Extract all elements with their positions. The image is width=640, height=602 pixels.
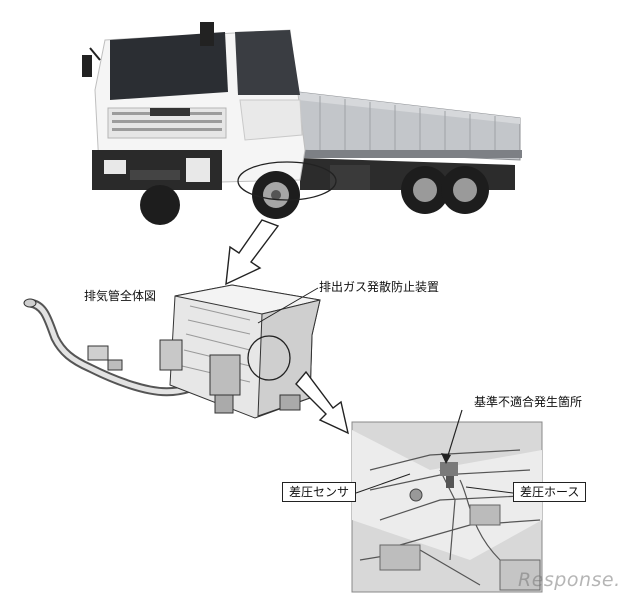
arrow-truck-to-exhaust <box>225 219 280 286</box>
label-exhaust-overall: 排気管全体図 <box>84 289 157 303</box>
leader-nonconformity <box>445 409 463 463</box>
label-diff-pressure-hose: 差圧ホース <box>513 482 587 502</box>
detail-closeup <box>351 421 543 593</box>
exhaust-illustration <box>23 284 321 419</box>
watermark-logo: Response. <box>518 569 621 591</box>
leader-hose <box>465 486 514 494</box>
label-diff-pressure-sensor: 差圧センサ <box>282 482 357 502</box>
leader-device <box>257 287 319 324</box>
highlight-circle <box>247 335 291 381</box>
leader-sensor <box>355 473 411 494</box>
highlight-ellipse <box>237 161 337 201</box>
arrow-exhaust-to-detail <box>295 370 349 435</box>
truck-illustration <box>82 22 522 225</box>
label-emission-device: 排出ガス発散防止装置 <box>319 280 440 294</box>
label-nonconformity-location: 基準不適合発生箇所 <box>474 395 583 409</box>
